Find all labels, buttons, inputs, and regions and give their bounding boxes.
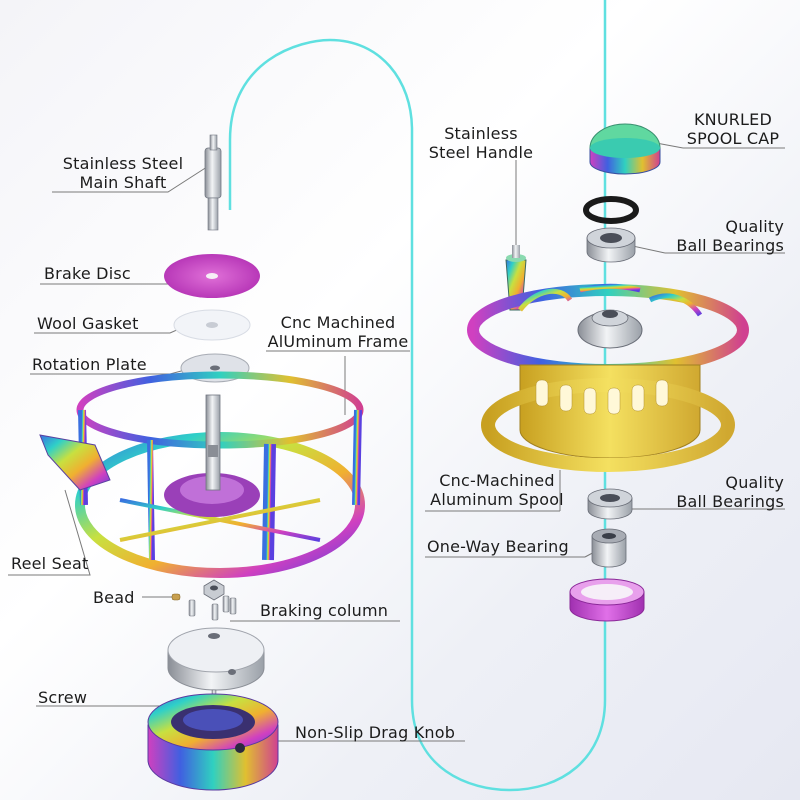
wool-gasket <box>173 309 251 341</box>
drag-hub <box>167 627 265 691</box>
label-braking-column: Braking column <box>260 601 389 620</box>
reel-frame <box>75 371 365 578</box>
label-spool-line2: Aluminum Spool <box>430 490 564 509</box>
purple-ring <box>569 578 645 622</box>
label-main-shaft-line1: Stainless Steel <box>62 154 184 173</box>
label-drag-knob: Non-Slip Drag Knob <box>295 723 456 742</box>
label-spool-cap: KNURLED SPOOL CAP <box>683 110 783 148</box>
label-wool-gasket: Wool Gasket <box>37 314 139 333</box>
label-handle: Stainless Steel Handle <box>425 124 537 162</box>
label-one-way-bearing: One-Way Bearing <box>427 537 569 556</box>
one-way-bearing <box>591 528 627 568</box>
label-spool-cap-line2: SPOOL CAP <box>686 129 780 148</box>
label-bearings-bottom-line2: Ball Bearings <box>676 492 784 511</box>
label-screw: Screw <box>38 688 88 707</box>
label-bearings-bottom: Quality Ball Bearings <box>660 473 784 511</box>
label-bearings-top: Quality Ball Bearings <box>660 217 784 255</box>
label-rotation-plate: Rotation Plate <box>32 355 147 374</box>
label-handle-line1: Stainless <box>444 124 518 143</box>
label-frame: Cnc Machined AlUminum Frame <box>262 313 414 351</box>
spool <box>467 283 749 472</box>
label-bearings-bottom-line1: Quality <box>725 473 784 492</box>
label-handle-line2: Steel Handle <box>428 143 534 162</box>
drag-knob <box>147 693 279 791</box>
label-bearings-top-line1: Quality <box>725 217 784 236</box>
label-bead: Bead <box>93 588 135 607</box>
label-reel-seat: Reel Seat <box>11 554 89 573</box>
fishing-line <box>228 0 607 792</box>
bead <box>171 593 181 601</box>
ball-bearing-top <box>586 227 636 263</box>
label-spool: Cnc-Machined Aluminum Spool <box>425 471 569 509</box>
reel-seat <box>39 434 111 491</box>
spool-cap <box>589 123 661 175</box>
main-shaft <box>204 134 222 231</box>
label-frame-line2: AlUminum Frame <box>267 332 409 351</box>
label-main-shaft: Stainless Steel Main Shaft <box>54 154 192 192</box>
label-spool-cap-line1: KNURLED <box>693 110 773 129</box>
braking-columns <box>188 595 237 621</box>
brake-disc <box>164 254 260 298</box>
label-main-shaft-line2: Main Shaft <box>79 173 167 192</box>
hex-nut <box>203 579 225 601</box>
o-ring <box>583 196 639 224</box>
ball-bearing-bottom <box>587 488 633 520</box>
label-spool-line1: Cnc-Machined <box>439 471 555 490</box>
label-brake-disc: Brake Disc <box>44 264 131 283</box>
label-bearings-top-line2: Ball Bearings <box>676 236 784 255</box>
label-frame-line1: Cnc Machined <box>280 313 396 332</box>
